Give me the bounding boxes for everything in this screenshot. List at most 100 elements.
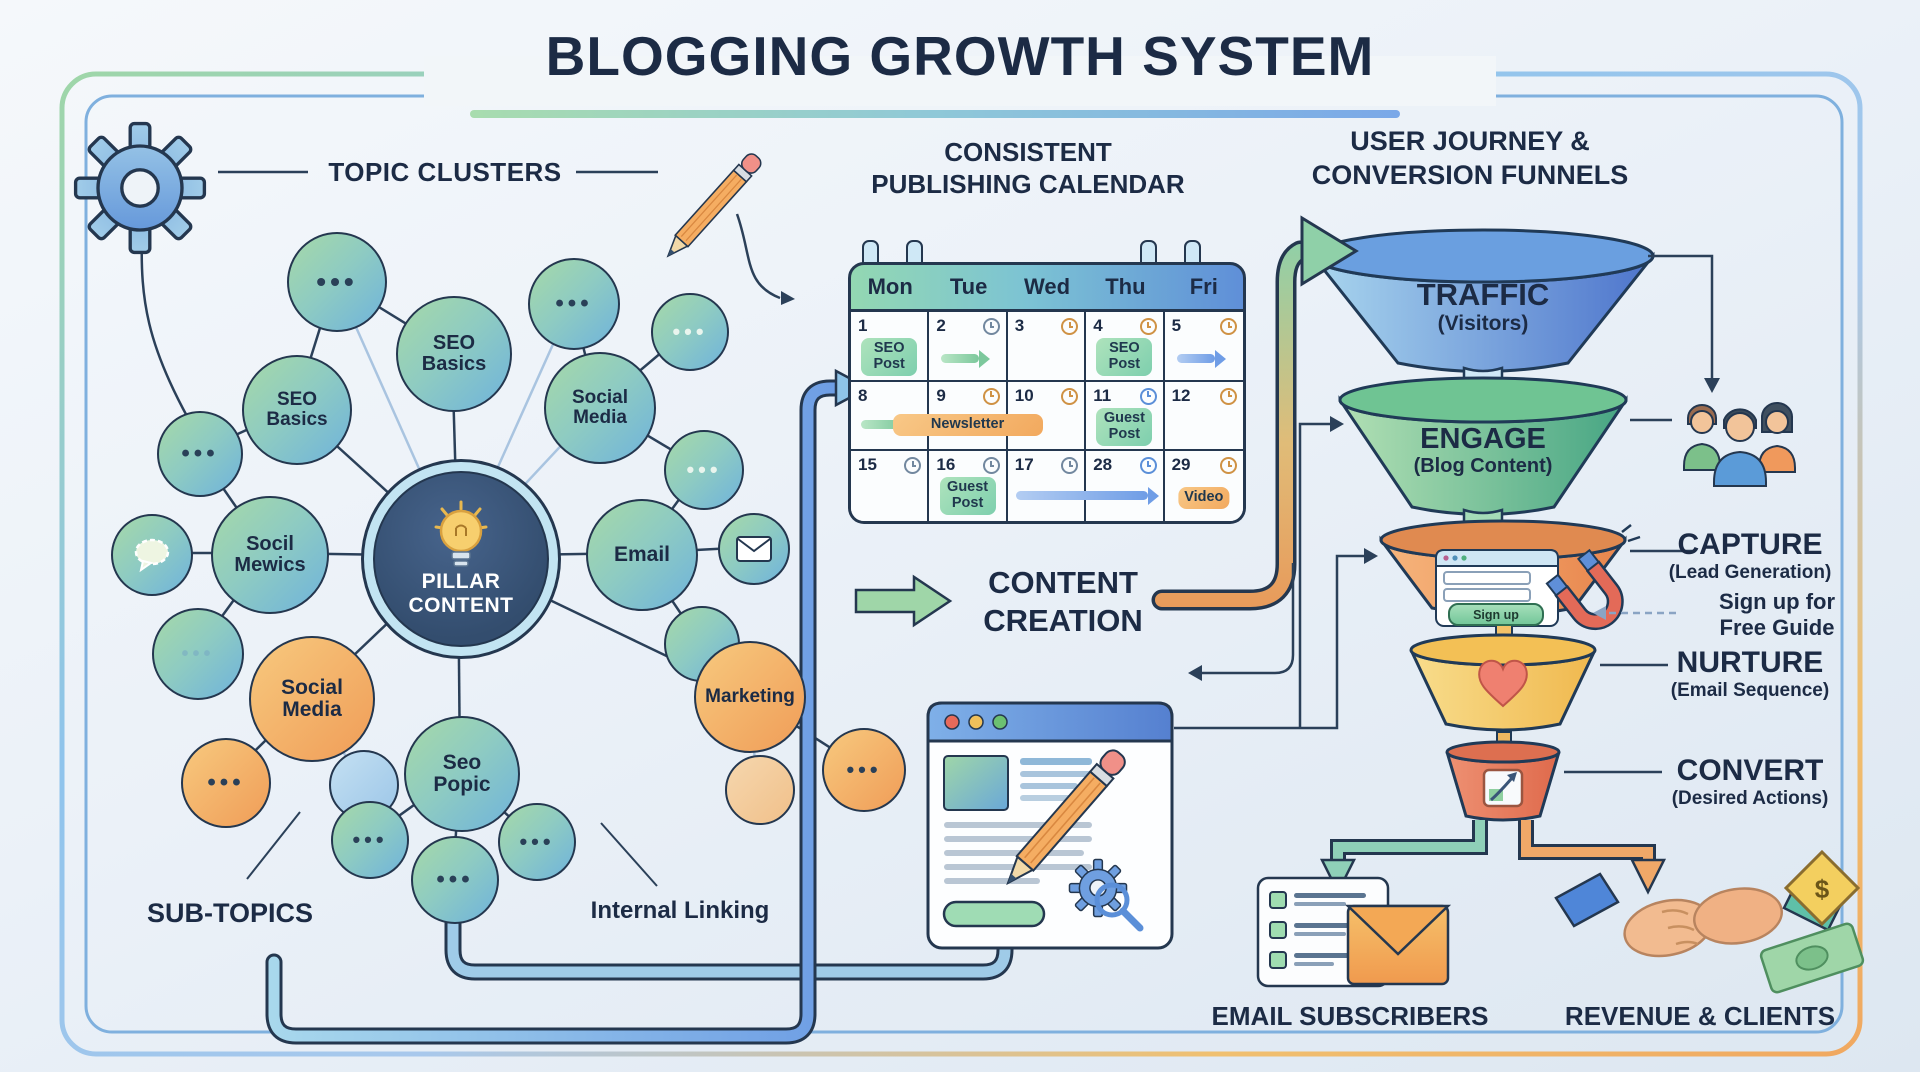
calendar-heading-line2: PUBLISHING CALENDAR: [871, 169, 1185, 199]
funnel-engage: [1338, 376, 1628, 516]
cluster-node-plain: [725, 755, 795, 825]
publishing-calendar: Mon Tue Wed Thu Fri 1 SEO Post 2 3 4 SEO…: [848, 262, 1246, 524]
content-creation-line2: CREATION: [983, 603, 1143, 638]
day-label: Wed: [1023, 274, 1071, 299]
calendar-cell: 15: [851, 451, 930, 521]
cluster-node-dots: •••: [331, 801, 409, 879]
calendar-cell: 2: [929, 312, 1008, 382]
clock-icon: [1061, 387, 1079, 405]
email-subscribers-label: EMAIL SUBSCRIBERS: [1211, 1001, 1489, 1031]
cluster-node-seo-basics: SEO Basics: [242, 355, 352, 465]
stage-traffic-title: TRAFFIC: [1416, 277, 1550, 312]
calendar-entry: Newsletter: [892, 413, 1043, 436]
clock-icon: [1139, 457, 1157, 475]
content-to-traffic-pipe: [1151, 215, 1359, 611]
calendar-cell: 17: [1007, 451, 1159, 521]
calendar-cell: 5: [1164, 312, 1243, 382]
cluster-node-mail: [718, 513, 790, 585]
pencil-to-calendar-arrow: [735, 213, 795, 305]
outer-frame: [59, 56, 1863, 1057]
content-creation-line1: CONTENT: [988, 565, 1138, 600]
internal-linking-label: Internal Linking: [590, 897, 770, 924]
cluster-node-dots: •••: [157, 411, 243, 497]
cluster-node-seo-basics: SEO Basics: [396, 296, 512, 412]
content-creation-arrow: [854, 574, 953, 628]
calendar-entry: Guest Post: [939, 477, 996, 516]
svg-text:$: $: [1815, 874, 1830, 904]
cluster-node-dots: •••: [498, 803, 576, 881]
cluster-node-dots: •••: [411, 836, 499, 924]
cluster-node-dots: •••: [822, 728, 906, 812]
image-placeholder: [943, 755, 1009, 811]
cluster-node-chat: [111, 514, 193, 596]
dollar-tag-icon: [1783, 849, 1861, 927]
calendar-heading-line1: CONSISTENT: [944, 137, 1112, 167]
clock-icon: [1139, 387, 1157, 405]
cluster-node-dots: •••: [287, 232, 387, 332]
form-field: [1443, 571, 1531, 585]
clock-icon: [982, 457, 1000, 475]
pillar-content-node: PILLAR CONTENT: [361, 459, 561, 659]
form-field: [1443, 588, 1531, 602]
envelope-icon: [736, 536, 772, 562]
funnel-traffic: [1311, 228, 1655, 373]
sub-topics-label: SUB-TOPICS: [146, 898, 314, 928]
lightbulb-icon: [434, 500, 488, 567]
cluster-node-marketing: Marketing: [694, 641, 806, 753]
signup-dashed-arrow: [1593, 606, 1676, 620]
pencil-icon: [660, 150, 765, 263]
pillar-content-label: PILLAR CONTENT: [408, 569, 514, 617]
calendar-cell: 1 SEO Post: [851, 312, 930, 382]
audience-people-icon: [1683, 401, 1796, 487]
clock-icon: [1220, 387, 1237, 405]
clock-icon: [904, 457, 922, 475]
day-label: Tue: [949, 274, 988, 299]
calendar-grid: 1 SEO Post 2 3 4 SEO Post 5 8 9: [848, 312, 1246, 524]
clock-icon: [1139, 318, 1157, 335]
page-title: BLOGGING GROWTH SYSTEM: [545, 25, 1375, 87]
magnet-icon: [1545, 524, 1641, 631]
signup-button: Sign up: [1448, 603, 1544, 626]
arrow-icon: [1176, 349, 1226, 368]
calendar-cell: 12: [1164, 381, 1243, 452]
calendar-entry: SEO Post: [861, 338, 918, 376]
calendar-entry: SEO Post: [1096, 338, 1153, 376]
topic-clusters-heading: TOPIC CLUSTERS: [328, 157, 562, 187]
cluster-node-dots: •••: [152, 608, 244, 700]
cluster-node-dots: •••: [651, 293, 729, 371]
thin-connectors: [1174, 254, 1720, 774]
signup-note-line1: Sign up for: [1718, 589, 1836, 614]
calendar-entry: Video: [1178, 487, 1230, 510]
stage-capture-subtitle: (Lead Generation): [1668, 562, 1832, 583]
calendar-entry: Guest Post: [1096, 407, 1153, 446]
cash-bill-icon: [1759, 922, 1865, 994]
calendar-cell: 28: [1086, 451, 1165, 521]
title-underline: [470, 110, 1400, 118]
funnel-convert: [1445, 740, 1561, 822]
gear-icon: [73, 121, 207, 255]
cluster-node-dots: •••: [528, 258, 620, 350]
email-subscribers-icon: [1256, 876, 1452, 988]
calendar-cell: 16 Guest Post: [929, 451, 1008, 521]
calendar-cell: 4 SEO Post: [1086, 312, 1165, 382]
cluster-node-social-media-orange: Social Media: [249, 636, 375, 762]
calendar-day-header: Mon Tue Wed Thu Fri: [848, 262, 1246, 312]
funnel-heading-line2: CONVERSION FUNNELS: [1311, 160, 1629, 190]
editor-button-bar: [942, 900, 1046, 928]
revenue-handshake-icon: $: [1554, 849, 1865, 994]
clock-icon: [982, 387, 1000, 405]
stage-nurture-subtitle: (Email Sequence): [1670, 680, 1830, 701]
clock-icon: [982, 318, 1000, 335]
funnel-heading-line1: USER JOURNEY &: [1350, 126, 1590, 156]
calendar-cell: 3: [1007, 312, 1087, 382]
heart-icon: [1478, 659, 1528, 708]
cluster-node-socil-mewics: Socil Mewics: [211, 496, 329, 614]
day-label: Thu: [1105, 274, 1146, 299]
arrow-icon: [941, 349, 991, 368]
calendar-cell: 9 Newsletter: [892, 381, 1043, 452]
cluster-node-social-media: Social Media: [544, 352, 656, 464]
funnel-nurture: [1409, 633, 1597, 732]
clock-icon: [1061, 318, 1079, 335]
stage-convert-subtitle: (Desired Actions): [1671, 788, 1829, 809]
